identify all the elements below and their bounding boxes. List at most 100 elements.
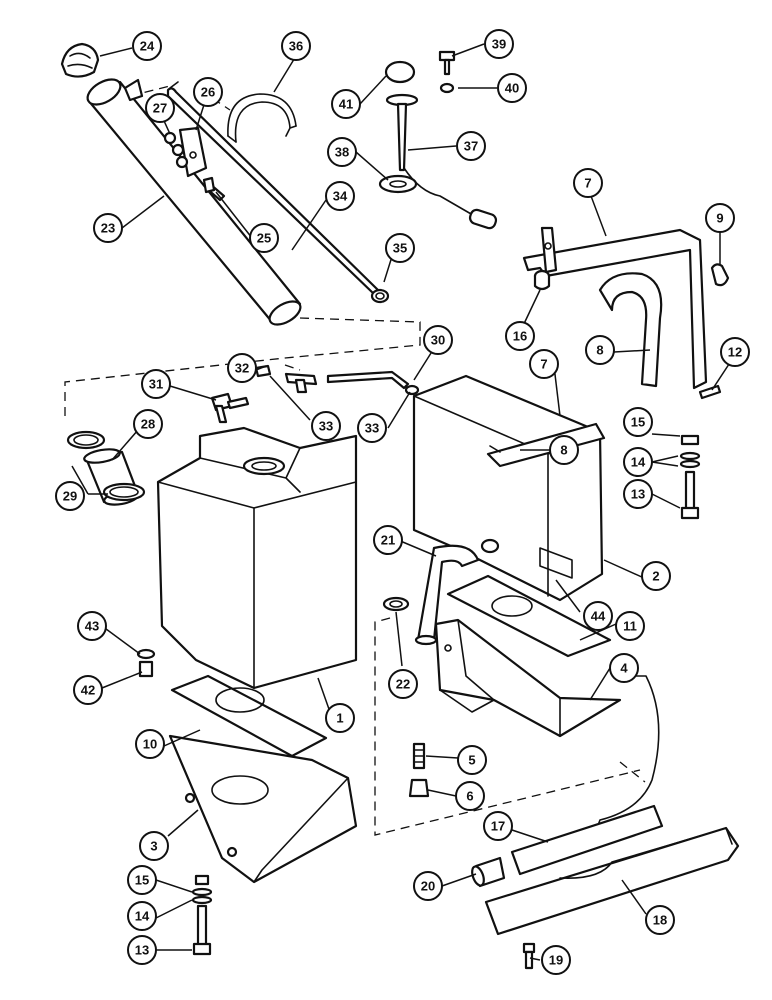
callout-33-left: 33 [311,411,341,441]
bush [533,269,551,291]
filler-tube [86,78,302,326]
callout-23: 23 [93,213,123,243]
callout-1: 1 [325,703,355,733]
svg-text:14: 14 [135,909,150,924]
svg-text:41: 41 [339,97,353,112]
callout-19: 19 [541,945,571,975]
callout-27: 27 [145,93,175,123]
fuel-gauge-sender [378,60,498,230]
callout-5: 5 [457,745,487,775]
svg-text:37: 37 [464,139,478,154]
callout-40: 40 [497,73,527,103]
callout-29: 29 [55,481,85,511]
callout-13-right: 13 [623,479,653,509]
fuel-pipe [510,675,664,876]
callout-38: 38 [327,137,357,167]
callout-22: 22 [388,669,418,699]
svg-text:44: 44 [591,609,606,624]
svg-text:1: 1 [336,711,343,726]
callout-36: 36 [281,31,311,61]
svg-text:24: 24 [140,39,155,54]
fuel-line-fittings [210,364,420,424]
callout-8-lower: 8 [549,435,579,465]
svg-text:34: 34 [333,189,348,204]
svg-text:5: 5 [468,753,475,768]
callout-17: 17 [483,811,513,841]
pin [698,384,722,400]
mounting-bolt-right [679,434,701,520]
callout-14-right: 14 [623,447,653,477]
aux-tank-bracket [434,618,622,738]
svg-text:12: 12 [728,345,742,360]
svg-text:29: 29 [63,489,77,504]
svg-text:4: 4 [620,661,628,676]
callout-21: 21 [373,525,403,555]
tank-strap-upper [598,272,663,388]
callout-24: 24 [132,31,162,61]
svg-text:17: 17 [491,819,505,834]
svg-text:32: 32 [235,361,249,376]
svg-text:31: 31 [149,377,163,392]
callout-28: 28 [133,409,163,439]
tank-strap-lower [486,422,606,468]
mounting-bolt-left [191,874,213,956]
svg-text:33: 33 [365,421,379,436]
svg-text:13: 13 [631,487,645,502]
svg-text:8: 8 [596,343,603,358]
aux-tank-mat [446,574,612,658]
filler-cap [60,42,100,78]
svg-text:8: 8 [560,443,567,458]
callout-12: 12 [720,337,750,367]
callout-15-left: 15 [127,865,157,895]
callout-10: 10 [135,729,165,759]
callout-18: 18 [645,905,675,935]
svg-text:38: 38 [335,145,349,160]
callout-7-lower: 7 [529,349,559,379]
main-fuel-tank [156,426,358,690]
callout-37: 37 [456,131,486,161]
stud-nut [408,778,430,798]
retaining-strap [227,93,297,143]
sleeve [471,856,506,888]
stud [412,742,426,770]
svg-text:7: 7 [584,176,591,191]
callout-6: 6 [455,781,485,811]
svg-text:3: 3 [150,839,157,854]
svg-text:36: 36 [289,39,303,54]
callout-30: 30 [423,325,453,355]
svg-text:26: 26 [201,85,215,100]
callout-43: 43 [77,611,107,641]
hose-clamps [66,430,146,502]
svg-text:23: 23 [101,221,115,236]
callout-33-right: 33 [357,413,387,443]
svg-text:25: 25 [257,231,271,246]
callout-26: 26 [193,77,223,107]
svg-text:30: 30 [431,333,445,348]
callout-42: 42 [73,675,103,705]
callout-7-upper: 7 [573,168,603,198]
callout-41: 41 [331,89,361,119]
callout-25: 25 [249,223,279,253]
svg-text:20: 20 [421,879,435,894]
svg-text:40: 40 [505,81,519,96]
vent-clamp [370,288,390,304]
callout-4: 4 [609,653,639,683]
connecting-hose [414,544,480,646]
svg-text:35: 35 [393,241,407,256]
svg-text:15: 15 [135,873,149,888]
svg-text:33: 33 [319,419,333,434]
tank-mat [170,674,328,758]
callout-9: 9 [705,203,735,233]
callout-34: 34 [325,181,355,211]
svg-text:13: 13 [135,943,149,958]
svg-text:21: 21 [381,533,395,548]
svg-text:9: 9 [716,211,723,226]
svg-text:16: 16 [513,329,527,344]
svg-text:18: 18 [653,913,667,928]
tank-washer-nut [136,648,156,678]
svg-text:28: 28 [141,417,155,432]
knob [710,263,730,287]
cross-frame [484,826,740,936]
callout-20: 20 [413,871,443,901]
hose-clamp-22 [382,596,410,612]
